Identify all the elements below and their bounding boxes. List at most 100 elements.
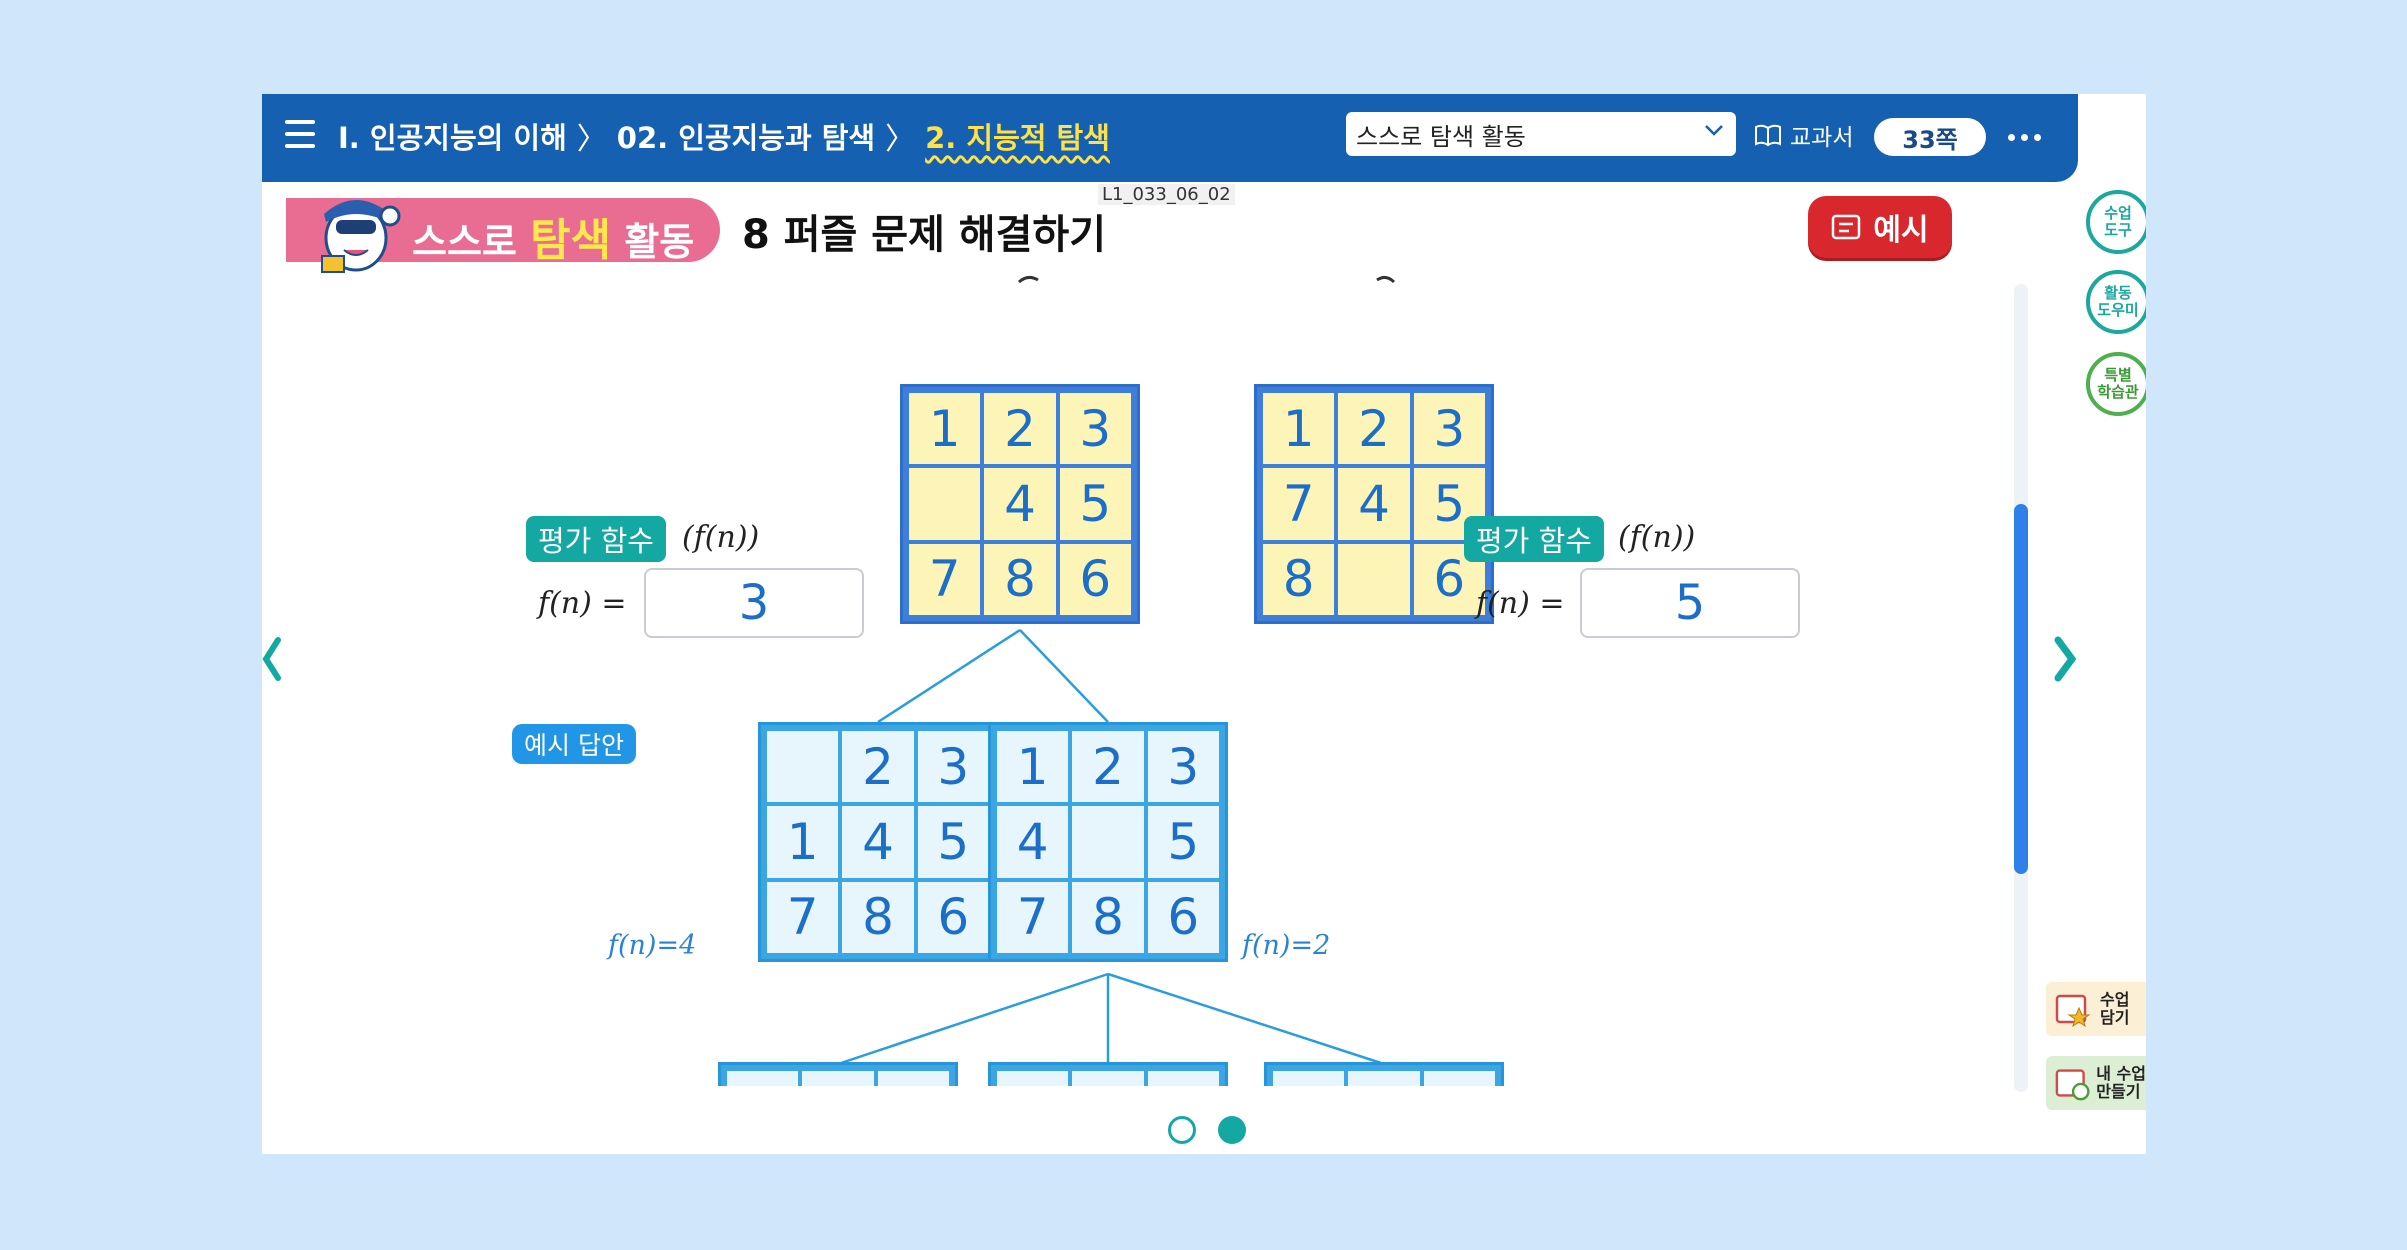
star-calendar-icon	[2055, 994, 2091, 1028]
breadcrumb-current[interactable]: 2. 지능적 탐색	[925, 121, 1110, 155]
puzzle-cell	[909, 468, 981, 540]
puzzle-cell: 8	[984, 543, 1056, 615]
chevron-right-icon[interactable]	[2050, 634, 2080, 684]
activity-banner-text: 스스로 탐색 활동	[412, 204, 694, 268]
eval-label-child-left: f(n)=4	[608, 930, 697, 961]
puzzle-cell: 8	[1263, 543, 1335, 615]
activity-helper-button[interactable]: 활동 도우미	[2086, 270, 2146, 334]
puzzle-cell: 3	[1059, 393, 1131, 465]
special-learning-button[interactable]: 특별 학습관	[2086, 352, 2146, 416]
top-navigation-bar: Ⅰ. 인공지능의 이해 〉 02. 인공지능과 탐색 〉 2. 지능적 탐색 스…	[262, 94, 2078, 182]
puzzle-cell	[802, 1071, 874, 1086]
puzzle-cell: 1	[767, 806, 839, 878]
content-code: L1_033_06_02	[1098, 184, 1235, 205]
puzzle-cell: 6	[1059, 543, 1131, 615]
lesson-tools-button[interactable]: 수업 도구	[2086, 190, 2146, 254]
puzzle-board-grandchild: 1 2 3 4 8 5 7 6	[1264, 1062, 1504, 1086]
puzzle-board-left: 1 2 3 4 5 7 8 6	[900, 384, 1140, 624]
puzzle-cell: 7	[997, 881, 1069, 953]
puzzle-cell: 2	[1348, 1071, 1420, 1086]
eval-value-input-right[interactable]: 5	[1580, 568, 1800, 638]
puzzle-cell: 1	[997, 1071, 1069, 1086]
puzzle-cell: 1	[1273, 1071, 1345, 1086]
puzzle-cell: 8	[1072, 881, 1144, 953]
puzzle-cell: 3	[877, 1071, 949, 1086]
example-button[interactable]: 예시	[1808, 196, 1952, 258]
puzzle-board-grandchild: 1 3 4 2 5 7 8 6	[718, 1062, 958, 1086]
puzzle-cell: 2	[1072, 731, 1144, 803]
puzzle-cell: 3	[1413, 393, 1485, 465]
puzzle-cell: 5	[917, 806, 989, 878]
breadcrumb-separator: 〉	[576, 122, 607, 157]
lesson-builder-icon	[2055, 1069, 2090, 1101]
puzzle-cell: 5	[1059, 468, 1131, 540]
eval-function-note-right: (f(n))	[1618, 520, 1696, 555]
make-my-lesson-button[interactable]: 내 수업 만들기	[2046, 1056, 2146, 1110]
puzzle-cell: 8	[842, 881, 914, 953]
puzzle-board-right: 1 2 3 7 4 5 8 6	[1254, 384, 1494, 624]
chevron-left-icon[interactable]	[262, 634, 282, 684]
puzzle-cell	[767, 731, 839, 803]
puzzle-cell: 3	[1147, 1071, 1219, 1086]
puzzle-cell: 7	[767, 881, 839, 953]
eval-value-input-left[interactable]: 3	[644, 568, 864, 638]
lesson-viewer: Ⅰ. 인공지능의 이해 〉 02. 인공지능과 탐색 〉 2. 지능적 탐색 스…	[262, 94, 2146, 1154]
search-tree-lines	[837, 275, 1396, 1066]
puzzle-cell: 4	[842, 806, 914, 878]
page-title: 8 퍼즐 문제 해결하기	[742, 212, 1107, 258]
puzzle-cell: 1	[727, 1071, 799, 1086]
page-dot-1[interactable]	[1168, 1116, 1196, 1144]
puzzle-cell: 3	[1147, 731, 1219, 803]
activity-select[interactable]: 스스로 탐색 활동	[1346, 112, 1736, 156]
puzzle-cell: 1	[1263, 393, 1335, 465]
puzzle-cell: 2	[1338, 393, 1410, 465]
eval-equation-right: f(n) =	[1476, 586, 1565, 621]
save-lesson-label: 수업 담기	[2100, 990, 2130, 1027]
example-button-label: 예시	[1873, 213, 1929, 248]
activity-select-value: 스스로 탐색 활동	[1356, 122, 1526, 151]
book-icon	[1755, 124, 1781, 147]
puzzle-cell: 4	[984, 468, 1056, 540]
puzzle-cell: 7	[909, 543, 981, 615]
mascot-icon	[321, 200, 401, 273]
save-lesson-button[interactable]: 수업 담기	[2046, 982, 2146, 1036]
puzzle-cell: 2	[842, 731, 914, 803]
textbook-link[interactable]: 교과서	[1754, 118, 1853, 152]
scrollbar-thumb[interactable]	[2014, 504, 2028, 874]
example-answer-badge: 예시 답안	[512, 724, 636, 764]
breadcrumb-separator: 〉	[885, 122, 916, 157]
page-dot-2[interactable]	[1218, 1116, 1246, 1144]
make-lesson-label: 내 수업 만들기	[2096, 1064, 2146, 1101]
eval-function-note-left: (f(n))	[682, 520, 760, 555]
textbook-label: 교과서	[1790, 125, 1854, 151]
puzzle-cell: 4	[997, 806, 1069, 878]
page-number-badge[interactable]: 33쪽	[1874, 118, 1986, 156]
hamburger-icon[interactable]	[285, 120, 317, 150]
puzzle-area: 1 2 3 4 5 7 8 6 1 2 3 7 4 5 8 6 평가 함수 (f…	[286, 274, 1986, 1086]
banner-prefix: 스스로	[412, 220, 517, 264]
puzzle-cell: 4	[1338, 468, 1410, 540]
puzzle-cell: 1	[909, 393, 981, 465]
puzzle-cell: 7	[1263, 468, 1335, 540]
page-indicator	[1168, 1116, 1246, 1144]
puzzle-cell: 6	[917, 881, 989, 953]
more-dots-icon[interactable]	[2008, 134, 2041, 141]
banner-highlight: 탐색	[530, 215, 612, 266]
breadcrumb-unit[interactable]: Ⅰ. 인공지능의 이해	[338, 121, 567, 155]
puzzle-cell	[1072, 806, 1144, 878]
eval-function-badge-right: 평가 함수	[1464, 516, 1604, 562]
breadcrumb: Ⅰ. 인공지능의 이해 〉 02. 인공지능과 탐색 〉 2. 지능적 탐색	[338, 114, 1110, 158]
breadcrumb-chapter[interactable]: 02. 인공지능과 탐색	[616, 121, 876, 155]
puzzle-cell: 6	[1147, 881, 1219, 953]
eval-equation-left: f(n) =	[538, 586, 627, 621]
puzzle-cell: 2	[1072, 1071, 1144, 1086]
chevron-down-icon	[1705, 125, 1723, 136]
puzzle-cell: 2	[984, 393, 1056, 465]
puzzle-board-child: 2 3 1 4 5 7 8 6	[758, 722, 998, 962]
document-icon	[1832, 214, 1861, 240]
eval-label-child-right: f(n)=2	[1242, 930, 1331, 961]
puzzle-board-child: 1 2 3 4 5 7 8 6	[988, 722, 1228, 962]
puzzle-cell: 3	[917, 731, 989, 803]
banner-suffix: 활동	[624, 220, 695, 264]
puzzle-cell: 1	[997, 731, 1069, 803]
